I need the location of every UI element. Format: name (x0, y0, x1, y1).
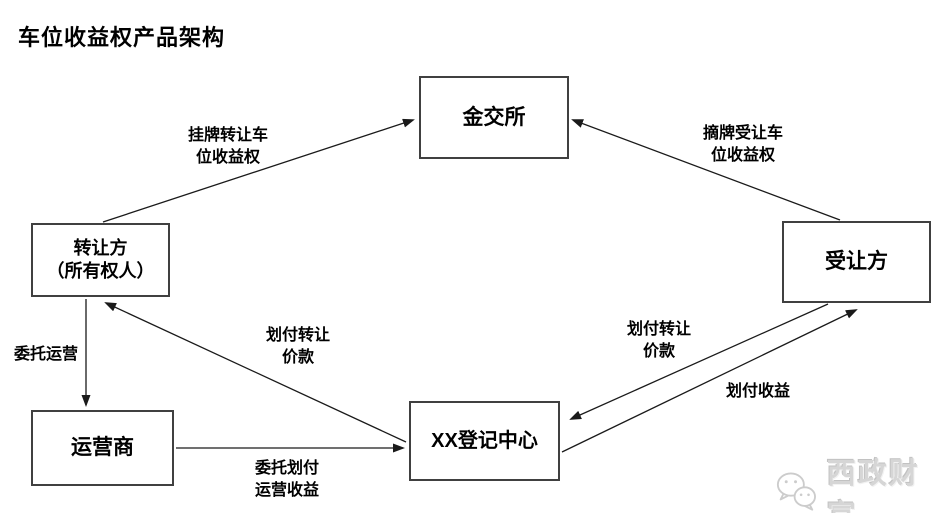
edge-label-entrust-operation: 委托运营 (13, 346, 78, 363)
edge-label-entrust-pay-line2: 运营收益 (254, 481, 319, 499)
edge-label-pay-price-right-line1: 划付转让 (626, 321, 691, 338)
watermark-text: 西政财富 (826, 458, 920, 513)
edge-label-entrust-pay-operating-income: 委托划付 运营收益 (237, 458, 337, 501)
node-registry-box: XX登记中心 (409, 401, 560, 481)
arrow-pay-transfer-price-to-transferor (104, 302, 407, 443)
node-exchange-box: 金交所 (419, 76, 569, 159)
edge-label-list-transfer-line1: 挂牌转让车 (187, 127, 268, 144)
node-transferee-box: 受让方 (782, 221, 931, 303)
edge-label-delist-accept-line1: 摘牌受让车 (702, 125, 783, 142)
arrow-pay-income (561, 309, 858, 453)
edge-label-pay-income: 划付收益 (725, 383, 790, 400)
edge-label-delist-accept: 摘牌受让车 位收益权 (668, 123, 818, 166)
node-transferor-line2: （所有权人） (46, 261, 155, 281)
node-exchange-label: 金交所 (462, 105, 526, 129)
arrow-delist-accept (571, 119, 841, 221)
node-transferor-label: 转让方 （所有权人） (47, 237, 155, 284)
edge-label-entrust-pay-line1: 委托划付 (254, 460, 319, 477)
node-transferee-label: 受让方 (825, 250, 888, 274)
edge-label-pay-price-right-line2: 价款 (642, 342, 675, 360)
edge-label-pay-transfer-price-to-transferor: 划付转让 价款 (238, 325, 358, 368)
edge-label-list-transfer: 挂牌转让车 位收益权 (153, 125, 303, 168)
node-operator-label: 运营商 (71, 436, 134, 460)
edge-label-pay-price-left-line1: 划付转让 (265, 327, 330, 344)
node-transferor-box: 转让方 （所有权人） (31, 223, 170, 297)
edge-label-pay-price-left-line2: 价款 (281, 348, 314, 366)
arrow-pay-transfer-price-to-registry (569, 303, 829, 420)
edge-label-pay-transfer-price-to-registry: 划付转让 价款 (599, 319, 719, 362)
edge-label-list-transfer-line2: 位收益权 (195, 148, 260, 166)
watermark: 西政财富 (776, 450, 942, 513)
arrow-list-transfer (102, 118, 415, 223)
edge-label-delist-accept-line2: 位收益权 (710, 146, 775, 164)
node-transferor-line1: 转让方 (73, 237, 128, 258)
wechat-chat-bubbles-icon (776, 472, 816, 511)
node-registry-label: XX登记中心 (431, 430, 538, 452)
node-operator-box: 运营商 (31, 410, 174, 486)
page-title: 车位收益权产品架构 (18, 25, 226, 50)
